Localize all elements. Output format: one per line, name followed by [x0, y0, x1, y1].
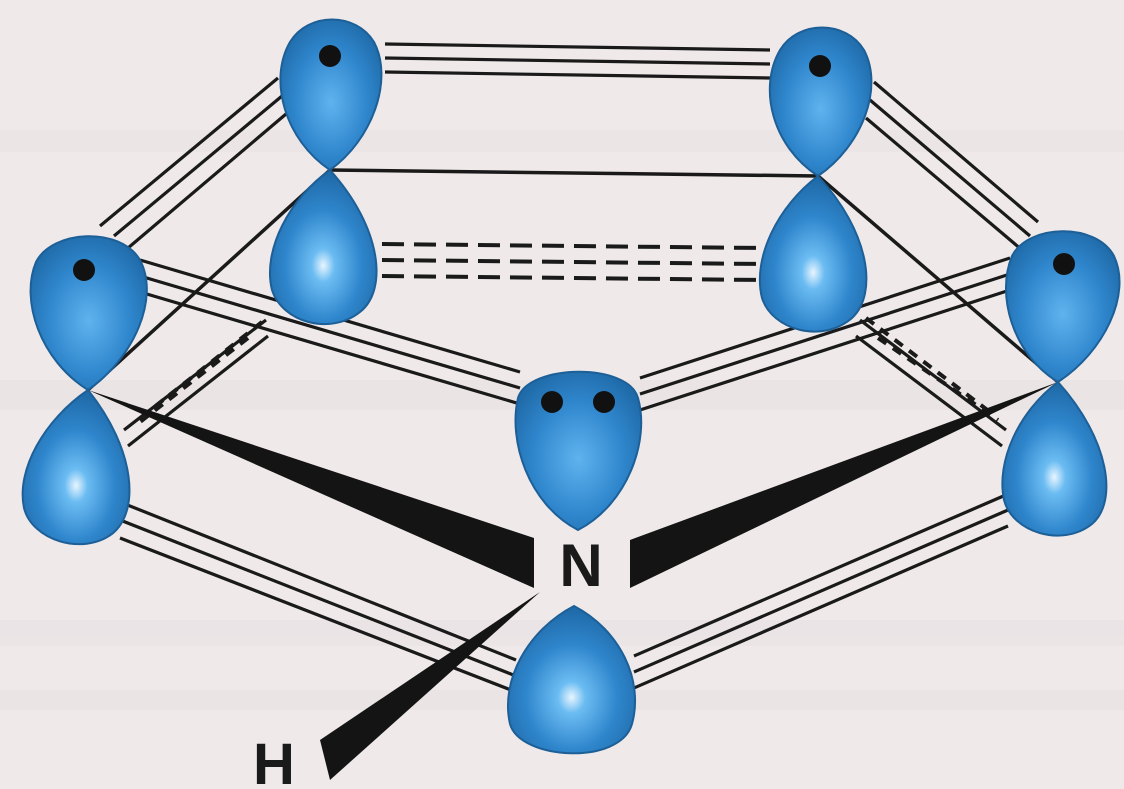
- sigma-ring-bonds: [88, 170, 1058, 390]
- upper-lobe: [770, 28, 872, 177]
- hidden-overlap-dashes: [382, 244, 762, 280]
- electron-dot: [809, 55, 831, 77]
- upper-lobe: [516, 372, 642, 530]
- lower-lobe: [23, 390, 130, 544]
- pi-overlap-lines-top: [100, 44, 1038, 410]
- electron-dot: [1053, 253, 1075, 275]
- hydrogen-label: H: [253, 732, 295, 789]
- electron-dot: [541, 391, 563, 413]
- lower-lobe: [760, 176, 867, 332]
- c3-p-orbital: [760, 28, 872, 332]
- electron-dot: [319, 45, 341, 67]
- electron-dot: [73, 259, 95, 281]
- lower-lobe: [270, 170, 377, 324]
- electron-dot: [593, 391, 615, 413]
- nitrogen-label: N: [559, 532, 602, 599]
- upper-lobe: [31, 236, 147, 390]
